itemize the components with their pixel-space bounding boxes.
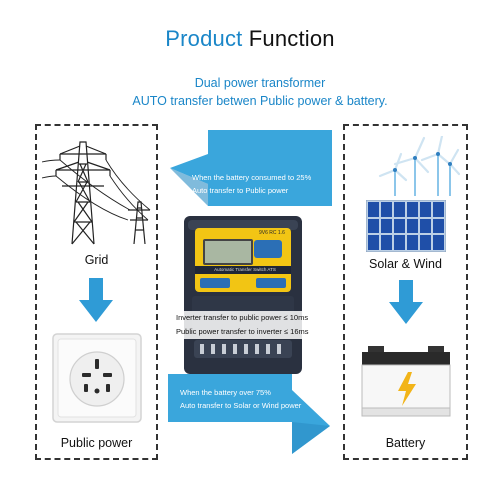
device-indicator-right xyxy=(256,278,286,288)
subtitle-line-2: AUTO transfer betwen Public power & batt… xyxy=(132,94,388,108)
top-callout-line-1: When the battery consumed to 25% xyxy=(192,173,312,182)
subtitle-line-1: Dual power transformer xyxy=(194,76,326,90)
bottom-callout-line-2: Auto transfer to Solar or Wind power xyxy=(180,401,302,410)
power-tower-icon xyxy=(42,141,151,245)
solar-wind-label: Solar & Wind xyxy=(369,257,442,271)
device-indicator-left xyxy=(200,278,230,288)
device-terminals xyxy=(200,344,286,354)
solar-wind-panel xyxy=(343,124,468,460)
device-spec-1: Inverter transfer to public power ≤ 10ms xyxy=(176,313,309,322)
wind-turbine-icon xyxy=(378,136,460,196)
device-spec-2: Public power transfer to inverter ≤ 16ms xyxy=(176,327,309,336)
top-callout-text: When the battery consumed to 25% Auto tr… xyxy=(192,171,332,197)
solar-panel-icon xyxy=(366,200,446,252)
device-spec-text: Inverter transfer to public power ≤ 10ms… xyxy=(176,311,336,339)
bottom-callout-text: When the battery over 75% Auto transfer … xyxy=(180,386,320,412)
title-part-product: Product xyxy=(165,26,243,51)
top-callout-line-2: Auto transfer to Public power xyxy=(192,186,289,195)
device-top-rail xyxy=(188,220,298,230)
grid-label: Grid xyxy=(84,253,109,267)
bottom-callout-line-1: When the battery over 75% xyxy=(180,388,271,397)
down-arrow-icon xyxy=(79,278,113,322)
page-title: Product Function xyxy=(0,26,500,52)
device-lcd xyxy=(203,239,253,265)
grid-panel xyxy=(35,124,158,460)
battery-label: Battery xyxy=(385,436,426,450)
top-callout-shape xyxy=(170,130,332,206)
device-panel-strip xyxy=(195,266,291,274)
wall-socket-icon xyxy=(52,333,142,423)
device-button-block xyxy=(254,240,282,258)
down-arrow-icon xyxy=(389,280,423,324)
device-panel-text: Automatic Transfer Switch ATS xyxy=(214,267,276,272)
device-model: 9V6 RC 1.6 xyxy=(259,230,285,236)
battery-icon xyxy=(361,346,451,417)
public-power-label: Public power xyxy=(60,436,133,450)
bottom-callout-shape xyxy=(168,374,330,454)
title-part-function: Function xyxy=(248,26,335,51)
